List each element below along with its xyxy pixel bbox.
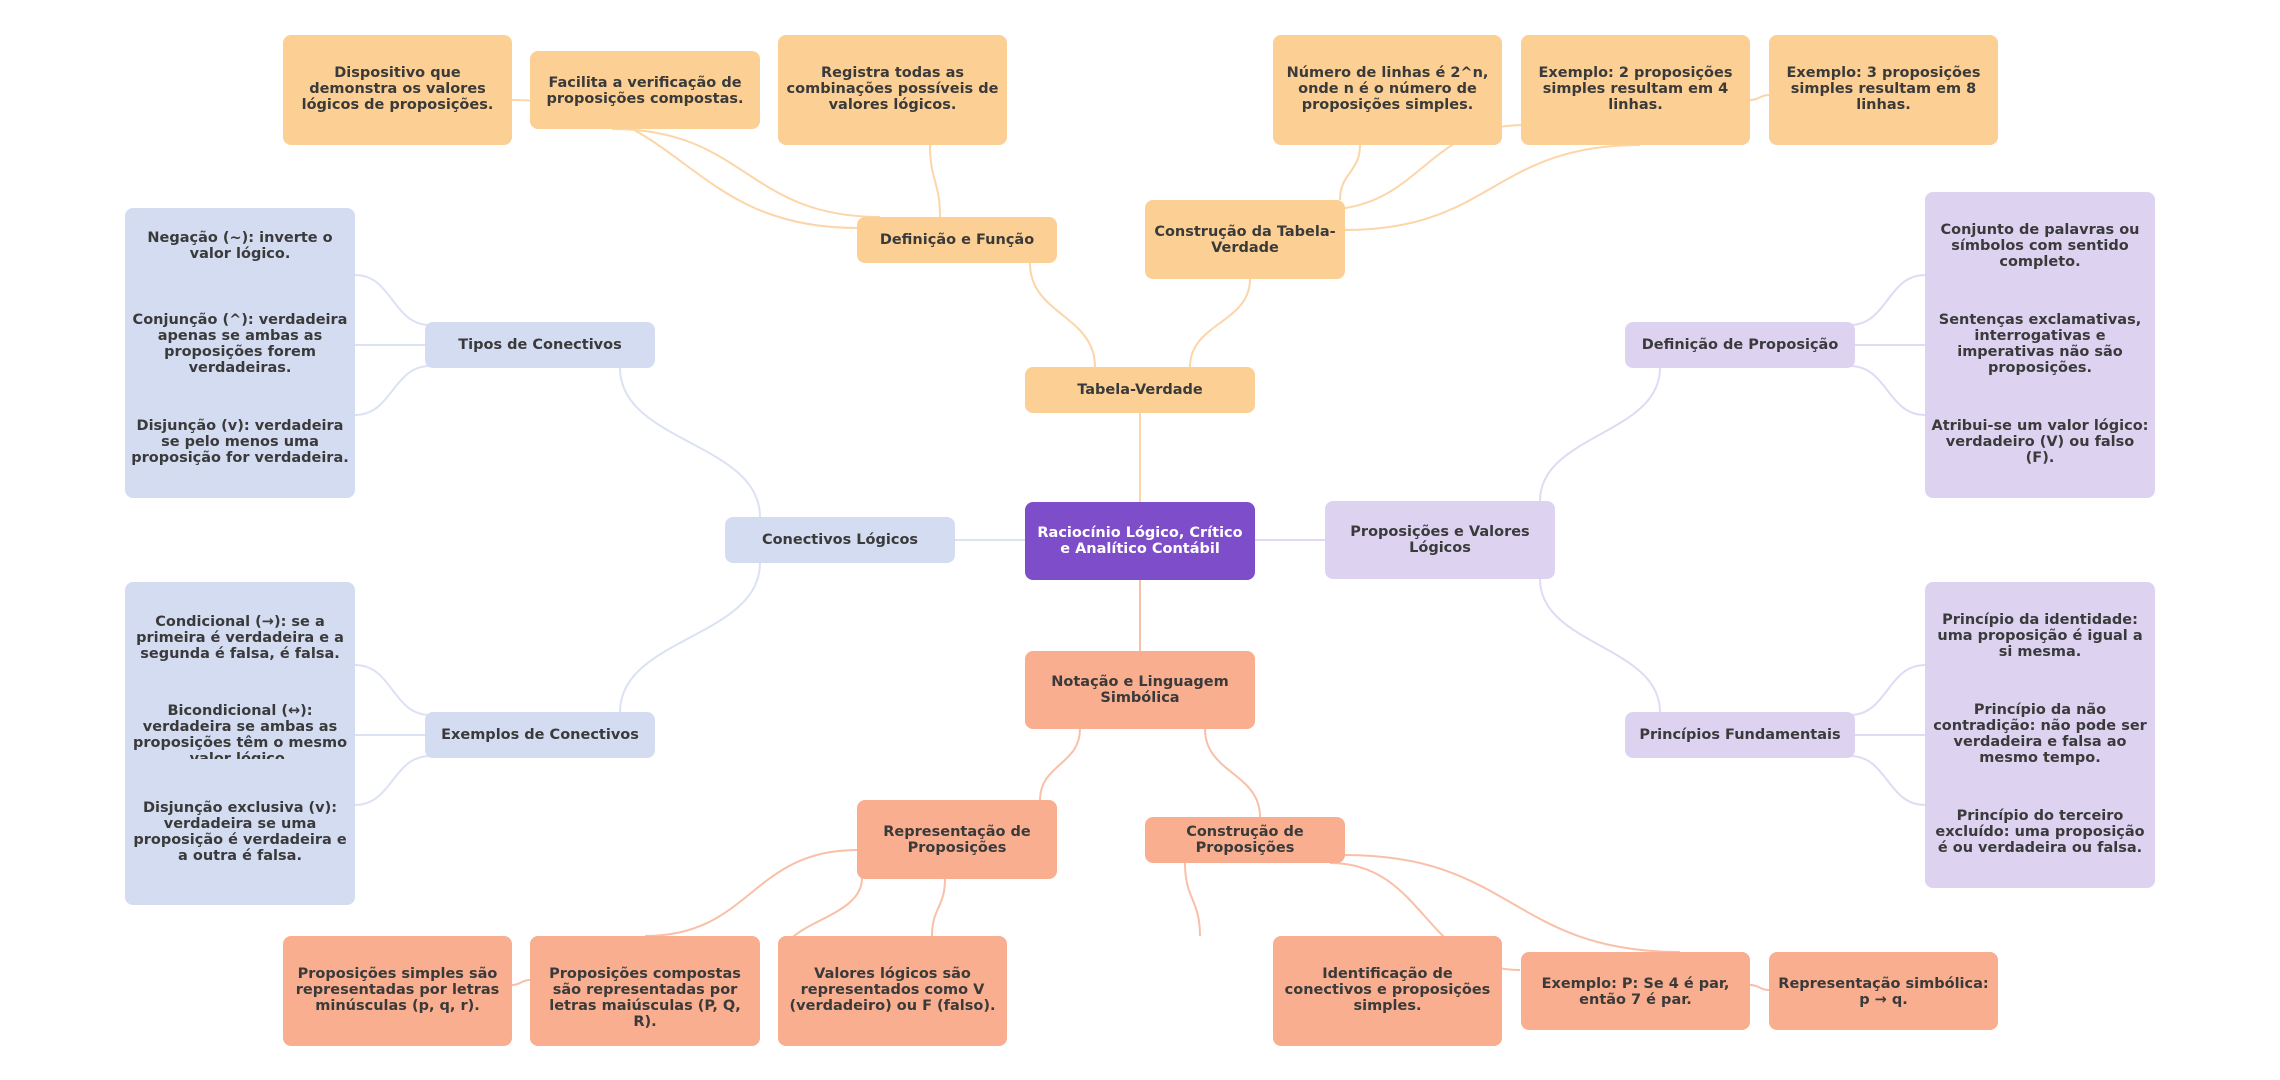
edge-leaf (931, 878, 946, 937)
edge-leaf (1344, 144, 1641, 231)
leaf-node[interactable]: Exemplo: 3 proposições simples resultam … (1769, 35, 1998, 145)
leaf-column: Condicional (→): se a primeira é verdade… (125, 582, 355, 905)
leaf-node[interactable]: Dispositivo que demonstra os valores lóg… (283, 35, 512, 145)
edge-leaf (1849, 755, 1926, 806)
edge-leaf (644, 849, 858, 937)
leaf-node[interactable]: Proposições compostas são representadas … (530, 936, 760, 1046)
leaf-node[interactable]: Princípio da identidade: uma proposição … (1937, 612, 2143, 660)
leaf-node[interactable]: Sentenças exclamativas, interrogativas e… (1938, 312, 2142, 376)
edge-notacao-representacao (1039, 728, 1081, 801)
branch-proposicoes-e-valores[interactable]: Proposições e Valores Lógicos (1325, 501, 1555, 579)
edge-leaf (354, 755, 431, 806)
leaf-node[interactable]: Conjunto de palavras ou símbolos com sen… (1940, 222, 2140, 270)
edge-proposicoes-definicao (1539, 367, 1661, 502)
root-node[interactable]: Raciocínio Lógico, Crítico e Analítico C… (1025, 502, 1255, 580)
edge-leaf (1339, 144, 1361, 201)
branch-tabela-verdade[interactable]: Tabela-Verdade (1025, 367, 1255, 413)
edge-leaf (929, 144, 941, 218)
leaf-column: Negação (~): inverte o valor lógico. Con… (125, 208, 355, 498)
edge-leaf (1849, 274, 1926, 326)
edge-notacao-construcao (1204, 728, 1261, 818)
edge-leaf (354, 274, 431, 326)
edge-leaf (1849, 365, 1926, 416)
leaf-node[interactable]: Atribui-se um valor lógico: verdadeiro (… (1931, 418, 2149, 466)
topic-principios-fundamentais[interactable]: Princípios Fundamentais (1625, 712, 1855, 758)
edge-leaf (354, 365, 431, 416)
topic-construcao-tabela[interactable]: Construção da Tabela-Verdade (1145, 200, 1345, 279)
leaf-node[interactable]: Bicondicional (↔): verdadeira se ambas a… (132, 703, 348, 759)
edge-leaf (1344, 854, 1681, 953)
leaf-node[interactable]: Proposições simples são representadas po… (283, 936, 512, 1046)
leaf-node[interactable]: Identificação de conectivos e proposiçõe… (1273, 936, 1502, 1046)
leaf-node[interactable]: Princípio do terceiro excluído: uma prop… (1935, 808, 2145, 856)
topic-tipos-de-conectivos[interactable]: Tipos de Conectivos (425, 322, 655, 368)
topic-representacao-de-proposicoes[interactable]: Representação de Proposições (857, 800, 1057, 879)
edge-conectivos-tipos (619, 367, 761, 518)
leaf-node[interactable]: Disjunção (v): verdadeira se pelo menos … (131, 418, 349, 466)
leaf-node[interactable]: Facilita a verificação de proposições co… (530, 51, 760, 129)
topic-exemplos-de-conectivos[interactable]: Exemplos de Conectivos (425, 712, 655, 758)
leaf-node[interactable]: Representação simbólica: p → q. (1769, 952, 1998, 1030)
leaf-column: Princípio da identidade: uma proposição … (1925, 582, 2155, 888)
branch-conectivos-logicos[interactable]: Conectivos Lógicos (725, 517, 955, 563)
edge-leaf (1849, 664, 1926, 716)
leaf-node[interactable]: Registra todas as combinações possíveis … (778, 35, 1007, 145)
leaf-node[interactable]: Condicional (→): se a primeira é verdade… (136, 614, 344, 662)
edge-tabela-definicao (1029, 262, 1096, 368)
edge-leaf (611, 128, 881, 218)
leaf-node[interactable]: Conjunção (^): verdadeira apenas se amba… (132, 312, 348, 376)
leaf-node[interactable]: Exemplo: P: Se 4 é par, então 7 é par. (1521, 952, 1750, 1030)
edge-tabela-construcao (1189, 278, 1251, 368)
leaf-node[interactable]: Número de linhas é 2^n, onde n é o númer… (1273, 35, 1502, 145)
topic-definicao-de-proposicao[interactable]: Definição de Proposição (1625, 322, 1855, 368)
leaf-node[interactable]: Negação (~): inverte o valor lógico. (147, 230, 333, 262)
leaf-node[interactable]: Exemplo: 2 proposições simples resultam … (1521, 35, 1750, 145)
leaf-node[interactable]: Princípio da não contradição: não pode s… (1933, 702, 2147, 766)
branch-notacao-e-linguagem[interactable]: Notação e Linguagem Simbólica (1025, 651, 1255, 729)
leaf-node[interactable]: Valores lógicos são representados como V… (778, 936, 1007, 1046)
edge-leaf (1184, 862, 1201, 937)
leaf-column: Conjunto de palavras ou símbolos com sen… (1925, 192, 2155, 498)
edge-leaf (354, 664, 431, 716)
topic-construcao-de-proposicoes[interactable]: Construção de Proposições (1145, 817, 1345, 863)
edge-proposicoes-principios (1539, 578, 1661, 713)
edge-leaf (1749, 984, 1770, 991)
edge-leaf (1749, 94, 1770, 101)
leaf-node[interactable]: Disjunção exclusiva (v): verdadeira se u… (133, 800, 347, 864)
edge-leaf (511, 979, 531, 986)
edge-conectivos-exemplos (619, 562, 761, 713)
topic-definicao-e-funcao[interactable]: Definição e Função (857, 217, 1057, 263)
